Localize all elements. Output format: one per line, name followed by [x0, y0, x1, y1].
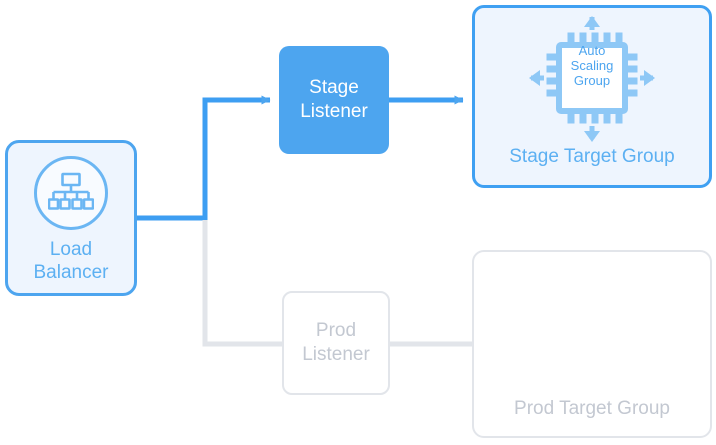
stage-target-group-label: Stage Target Group	[509, 146, 675, 167]
load-balancer-label-line1: Load	[49, 239, 93, 260]
prod-target-group-label: Prod Target Group	[514, 398, 670, 419]
stage-listener-label: Stage Listener	[300, 76, 368, 124]
stage-listener-label-line2: Listener	[300, 101, 368, 122]
node-load-balancer[interactable]: Load Balancer	[5, 140, 137, 296]
prod-listener-label-line2: Listener	[302, 344, 370, 365]
load-balancer-label-line2: Balancer	[33, 262, 109, 283]
node-stage-listener[interactable]: Stage Listener	[279, 46, 389, 154]
prod-listener-label-line1: Prod	[315, 320, 357, 341]
wire-lb-to-stage-listener	[137, 95, 271, 221]
prod-listener-label: Prod Listener	[302, 319, 370, 367]
load-balancer-hierarchy-icon	[34, 156, 108, 230]
node-stage-target-group[interactable]: Auto Scaling Group Stage Target Group	[472, 5, 712, 188]
stage-listener-label-line1: Stage	[309, 77, 359, 98]
node-prod-target-group[interactable]: Prod Target Group	[472, 250, 712, 438]
wire-lb-to-prod-listener	[202, 220, 282, 347]
load-balancer-label: Load Balancer	[34, 238, 109, 284]
auto-scaling-group-icon: Auto Scaling Group	[517, 16, 667, 144]
node-prod-listener[interactable]: Prod Listener	[282, 291, 390, 395]
